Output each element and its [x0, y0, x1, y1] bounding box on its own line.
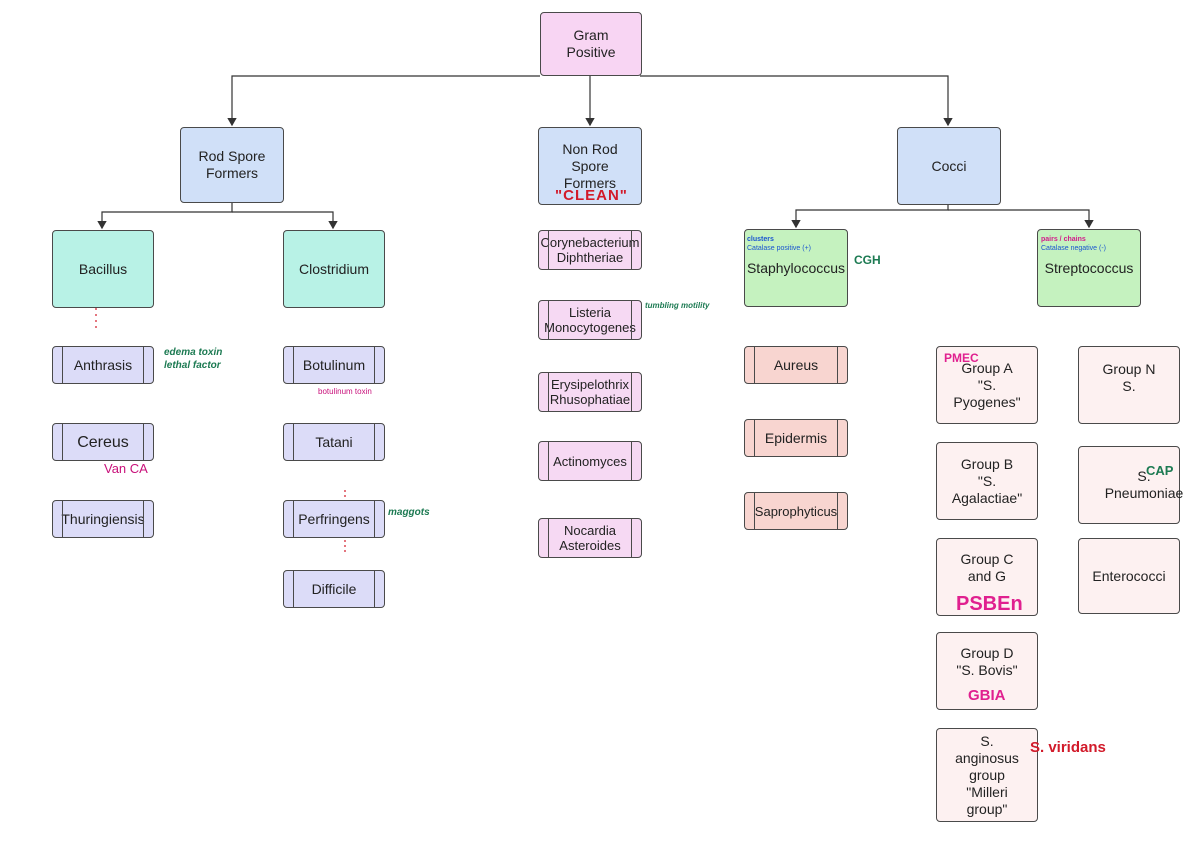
node-gram-positive[interactable]: Gram Positive — [540, 12, 642, 76]
annotation-cap: CAP — [1146, 463, 1174, 478]
node-group-a[interactable]: Group A "S. Pyogenes" — [936, 346, 1038, 424]
edge-cocci-to-staph — [791, 205, 949, 229]
node-thuringiensis[interactable]: Thuringiensis — [52, 500, 154, 538]
annotation-clean: "CLEAN" — [555, 187, 628, 204]
annotation-gbia: GBIA — [968, 687, 1006, 704]
node-saprophyticus[interactable]: Saprophyticus — [744, 492, 848, 530]
node-erysipelothrix[interactable]: Erysipelothrix Rhusophatiae — [538, 372, 642, 412]
annotation-botulinum: botulinum toxin — [318, 387, 372, 396]
node-enterococci[interactable]: Enterococci — [1078, 538, 1180, 614]
node-streptococcus[interactable]: Streptococcus — [1037, 229, 1141, 307]
edge-rod-to-clostridium — [232, 211, 338, 230]
node-nocardia[interactable]: Nocardia Asteroides — [538, 518, 642, 558]
node-listeria[interactable]: Listeria Monocytogenes — [538, 300, 642, 340]
node-group-c-g[interactable]: Group C and G — [936, 538, 1038, 616]
node-botulinum[interactable]: Botulinum — [283, 346, 385, 384]
annotation-cgh: CGH — [854, 253, 881, 267]
annotation-maggots: maggots — [388, 507, 430, 518]
edge-gram-to-rod — [227, 75, 540, 127]
node-non-rod-spore-formers[interactable]: Non Rod Spore Formers — [538, 127, 642, 205]
node-difficile[interactable]: Difficile — [283, 570, 385, 608]
annotation-strep-catalase: Catalase negative (-) — [1041, 245, 1106, 252]
edge-rod-to-bacillus — [97, 202, 233, 230]
node-aureus[interactable]: Aureus — [744, 346, 848, 384]
annotation-staph-catalase: Catalase positive (+) — [747, 245, 812, 252]
node-bacillus[interactable]: Bacillus — [52, 230, 154, 308]
edge-gram-to-cocci — [640, 75, 953, 127]
node-rod-spore-formers[interactable]: Rod Spore Formers — [180, 127, 284, 203]
node-corynebacterium[interactable]: Corynebacterium Diphtheriae — [538, 230, 642, 270]
annotation-viridans: S. viridans — [1030, 739, 1106, 756]
node-cereus[interactable]: Cereus — [52, 423, 154, 461]
node-epidermis[interactable]: Epidermis — [744, 419, 848, 457]
annotation-listeria: tumbling motility — [645, 301, 710, 310]
node-anthrasis[interactable]: Anthrasis — [52, 346, 154, 384]
node-perfringens[interactable]: Perfringens — [283, 500, 385, 538]
node-group-n[interactable]: Group N S. — [1078, 346, 1180, 424]
node-clostridium[interactable]: Clostridium — [283, 230, 385, 308]
node-s-anginosus[interactable]: S. anginosus group "Milleri group" — [936, 728, 1038, 822]
annotation-strep-pairs: pairs / chains — [1041, 236, 1086, 243]
annotation-staph-clusters: clusters — [747, 236, 774, 243]
node-cocci[interactable]: Cocci — [897, 127, 1001, 205]
node-group-d[interactable]: Group D "S. Bovis" — [936, 632, 1038, 710]
annotation-pmec: PMEC — [944, 351, 979, 365]
node-actinomyces[interactable]: Actinomyces — [538, 441, 642, 481]
node-tatani[interactable]: Tatani — [283, 423, 385, 461]
annotation-psben: PSBEn — [956, 593, 1023, 615]
node-s-pneumoniae[interactable]: S. Pneumoniae — [1078, 446, 1183, 524]
edge-cocci-to-strep — [948, 209, 1094, 229]
node-staphylococcus[interactable]: Staphylococcus — [744, 229, 848, 307]
node-group-b[interactable]: Group B "S. Agalactiae" — [936, 442, 1038, 520]
annotation-edema-toxin: edema toxin lethal factor — [164, 347, 223, 371]
annotation-van-ca: Van CA — [104, 461, 148, 476]
